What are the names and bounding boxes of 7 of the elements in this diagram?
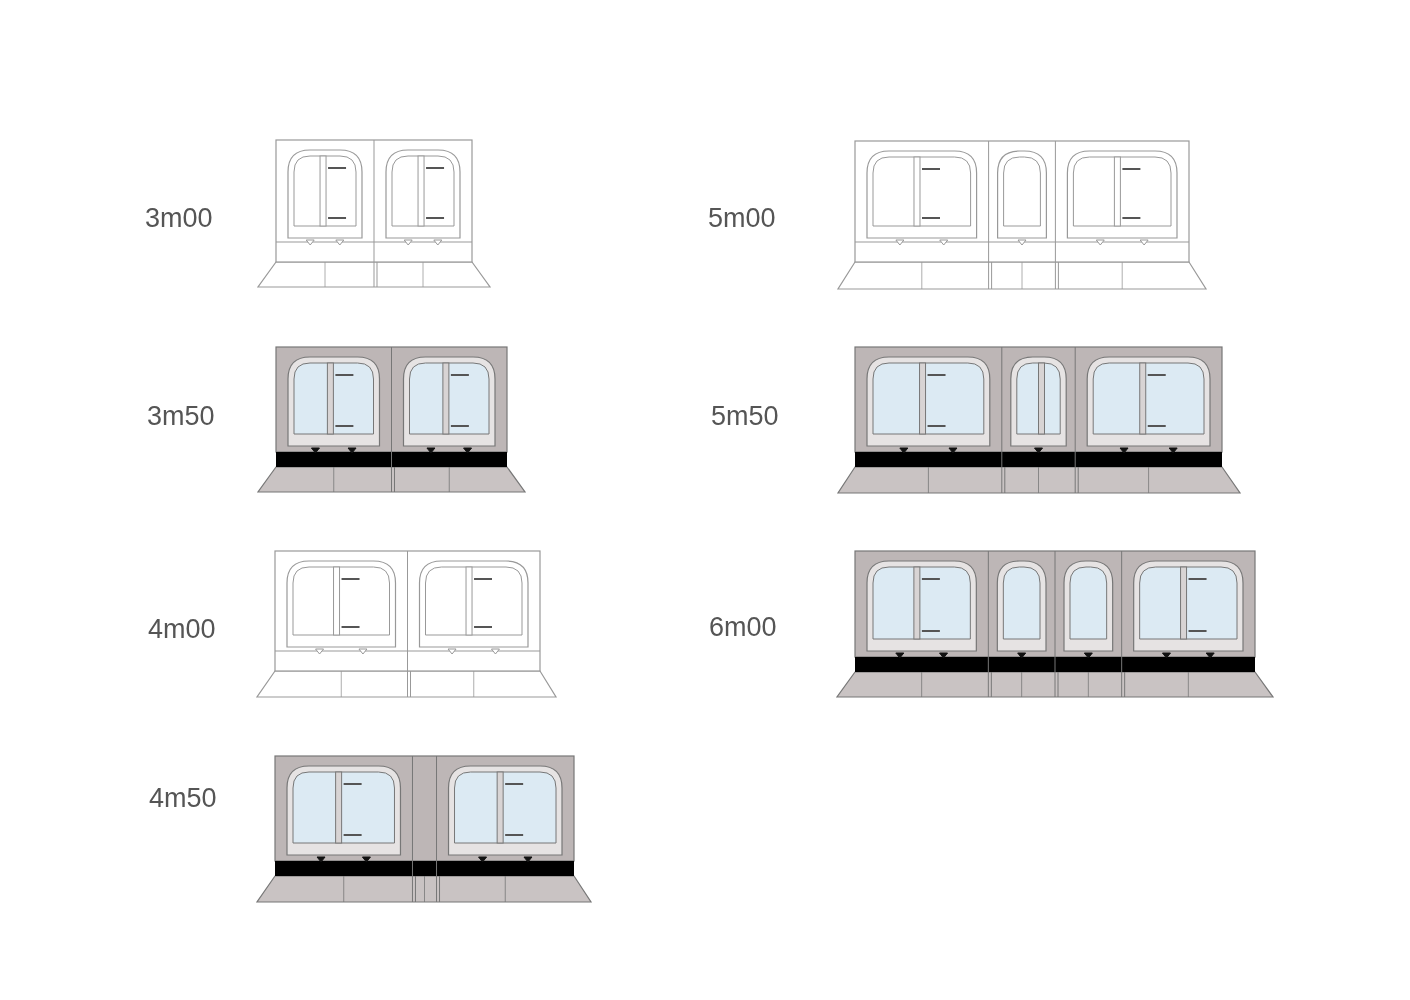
size-label: 3m50: [147, 401, 215, 431]
size-label: 3m00: [145, 203, 213, 233]
size-label: 5m00: [708, 203, 776, 233]
size-label: 6m00: [709, 612, 777, 642]
size-label: 4m50: [149, 783, 217, 813]
size-label: 4m00: [148, 614, 216, 644]
size-label: 5m50: [711, 401, 779, 431]
